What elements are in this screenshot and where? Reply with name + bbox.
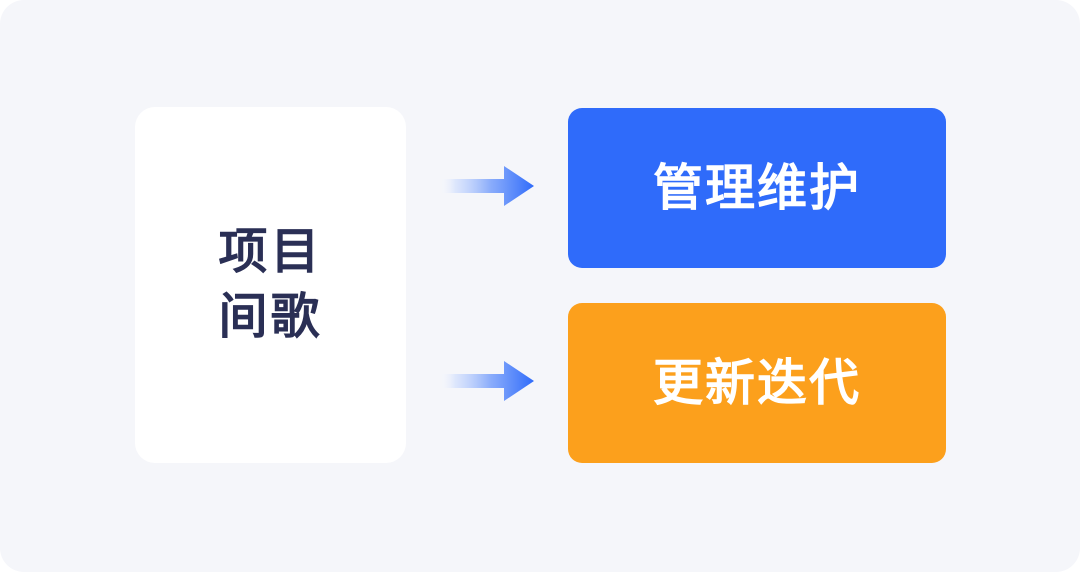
arrow-right-icon-to-iteration [436,358,536,404]
outcome-maintenance-label: 管理维护 [653,160,861,216]
outcome-iteration-card[interactable]: 更新迭代 [568,303,946,463]
source-card-line-2: 间歌 [218,290,323,344]
project-interval-card[interactable]: 项目 间歌 [135,107,406,463]
outcome-iteration-label: 更新迭代 [653,355,861,411]
source-card-line-1: 项目 [218,225,323,280]
outcome-maintenance-card[interactable]: 管理维护 [568,108,946,268]
arrow-right-icon-to-maintenance [436,163,536,209]
